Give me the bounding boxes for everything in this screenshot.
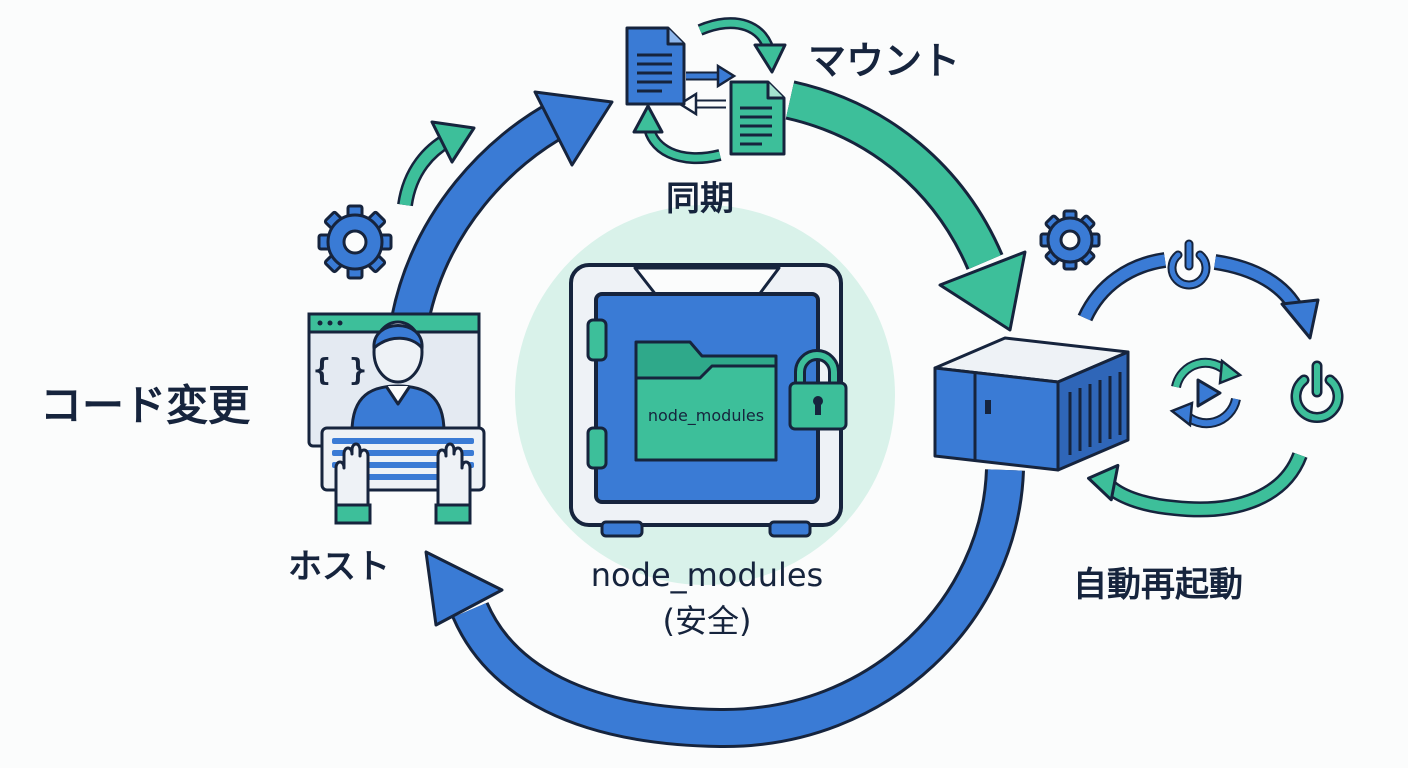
label-node-modules: node_modules [591, 556, 823, 594]
keyboard-icon [320, 426, 486, 525]
curved-arrow-icon [397, 120, 476, 207]
server-icon [933, 336, 1130, 472]
cycle-arrows [390, 80, 1027, 749]
sync-arrows-icon [632, 17, 787, 165]
code-braces: { } [313, 353, 367, 388]
folder-label: node_modules [648, 406, 764, 426]
label-auto-restart: 自動再起動 [1073, 565, 1243, 605]
label-mount: マウント [808, 39, 960, 83]
label-code-change: コード変更 [40, 381, 251, 430]
document-icon [625, 26, 686, 106]
restart-cycle-arrows [1077, 252, 1320, 518]
arrowhead-mount-to-server [938, 250, 1027, 332]
arrowhead-server-to-host [424, 550, 504, 627]
developer-icon: { } [307, 312, 481, 448]
label-host: ホスト [288, 547, 390, 587]
arrowhead-host-to-mount [533, 90, 614, 167]
label-safe: (安全) [663, 602, 752, 640]
power-icon [1290, 360, 1344, 423]
restart-play-icon [1169, 357, 1243, 429]
folder-icon: node_modules [634, 340, 778, 462]
power-icon [1167, 239, 1211, 290]
padlock-icon [788, 349, 848, 431]
document-icon [729, 80, 786, 156]
gear-icon [1039, 209, 1101, 271]
gear-icon [317, 204, 393, 280]
label-sync: 同期 [666, 179, 734, 219]
